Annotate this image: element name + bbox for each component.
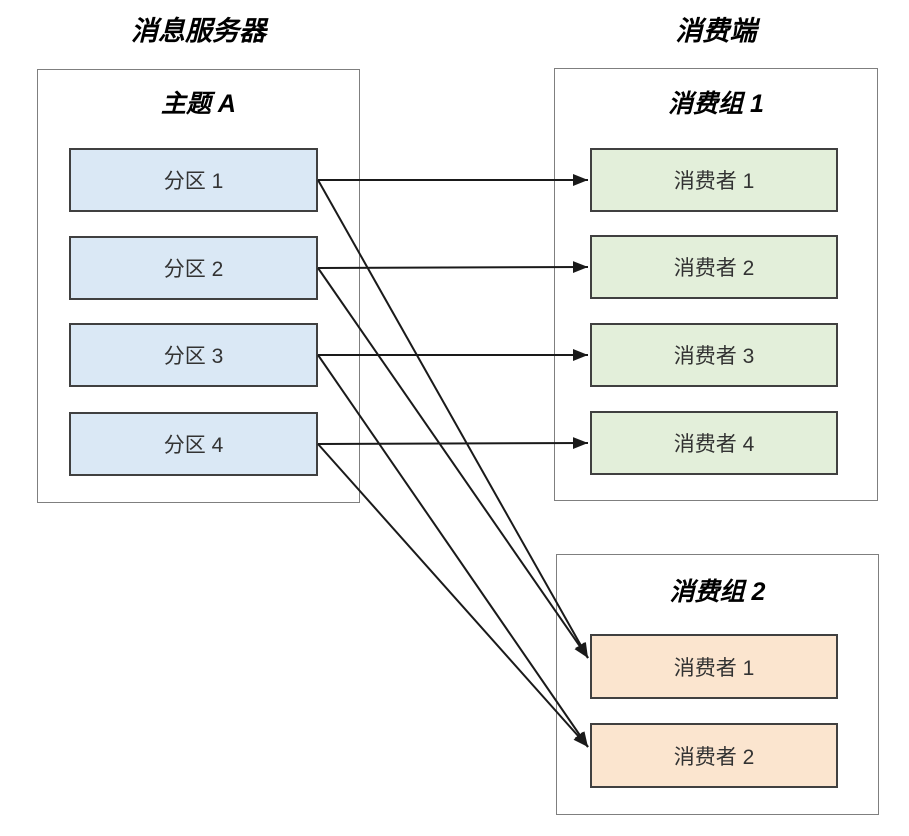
group2-consumer-2-box: 消费者 2 bbox=[590, 723, 838, 788]
partition-3-label: 分区 3 bbox=[163, 345, 224, 368]
partition-1-label: 分区 1 bbox=[163, 170, 224, 193]
group1-consumer-1-label: 消费者 1 bbox=[673, 170, 755, 193]
partition-2-box: 分区 2 bbox=[69, 236, 318, 300]
group1-consumer-4-label: 消费者 4 bbox=[673, 433, 755, 456]
topic-title: 主题 A bbox=[160, 90, 236, 118]
consumer-group-1-title: 消费组 1 bbox=[668, 90, 764, 118]
group2-consumer-2-label: 消费者 2 bbox=[673, 745, 755, 769]
consumer-column-title: 消费端 bbox=[675, 16, 757, 46]
partition-4-label: 分区 4 bbox=[163, 434, 224, 457]
group2-consumer-1-label: 消费者 1 bbox=[673, 656, 755, 680]
partition-3-box: 分区 3 bbox=[69, 323, 318, 387]
partition-2-label: 分区 2 bbox=[163, 258, 224, 281]
group1-consumer-4-box: 消费者 4 bbox=[590, 411, 838, 475]
consumer-group-2-title: 消费组 2 bbox=[669, 578, 766, 606]
partition-1-box: 分区 1 bbox=[69, 148, 318, 212]
group1-consumer-3-label: 消费者 3 bbox=[673, 345, 755, 368]
group1-consumer-3-box: 消费者 3 bbox=[590, 323, 838, 387]
partition-4-box: 分区 4 bbox=[69, 412, 318, 476]
server-column-title: 消息服务器 bbox=[131, 16, 266, 46]
group1-consumer-2-box: 消费者 2 bbox=[590, 235, 838, 299]
group2-consumer-1-box: 消费者 1 bbox=[590, 634, 838, 699]
group1-consumer-2-label: 消费者 2 bbox=[673, 257, 755, 280]
group1-consumer-1-box: 消费者 1 bbox=[590, 148, 838, 212]
